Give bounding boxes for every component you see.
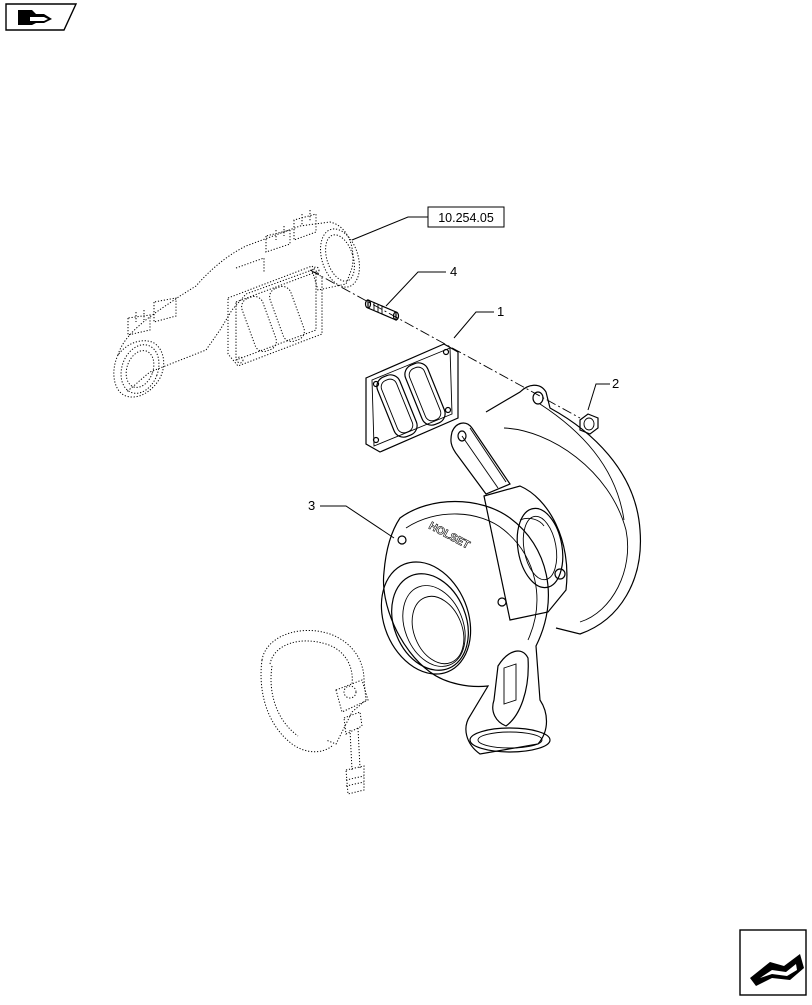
- callout-4: 4: [385, 264, 457, 307]
- callout-label-1: 1: [497, 304, 504, 319]
- callout-label-3: 3: [308, 498, 315, 513]
- turbocharger: HOLSET: [380, 384, 642, 755]
- stud: [364, 299, 400, 321]
- reference-label: 10.254.05: [438, 211, 494, 225]
- callout-label-2: 2: [612, 376, 619, 391]
- callout-label-4: 4: [450, 264, 457, 279]
- v-band-clamp: [260, 630, 369, 795]
- book-next-icon: [750, 954, 804, 986]
- callout-1: 1: [453, 304, 504, 339]
- callout-2: 2: [587, 376, 619, 411]
- gasket: [365, 343, 459, 453]
- exhaust-manifold: [113, 210, 360, 398]
- nut: [579, 413, 599, 435]
- callout-3: 3: [308, 498, 395, 539]
- book-back-icon: [18, 10, 52, 25]
- next-nav-button[interactable]: [739, 929, 807, 996]
- brand-lettering: HOLSET: [427, 520, 472, 552]
- back-nav-button[interactable]: [5, 3, 78, 31]
- reference-callout[interactable]: 10.254.05: [351, 206, 505, 241]
